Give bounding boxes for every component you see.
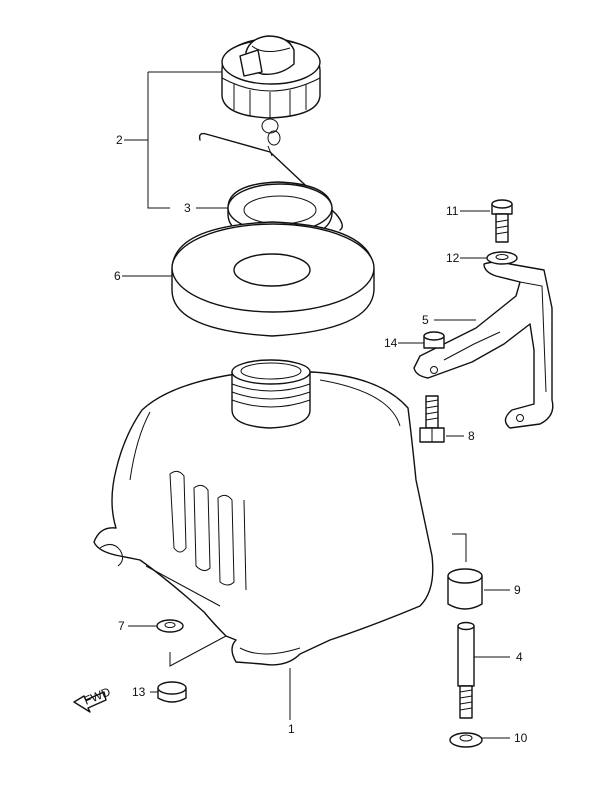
callout-4: 4 (516, 650, 523, 664)
collar-bolt-4 (457, 621, 475, 719)
leader-lines (122, 71, 510, 739)
callout-13: 13 (132, 685, 146, 699)
callout-3: 3 (184, 201, 191, 215)
washer-7 (156, 619, 184, 633)
callout-5: 5 (422, 313, 429, 327)
callout-2: 2 (116, 133, 123, 147)
front-direction-arrow (73, 691, 107, 713)
tank-cushion (171, 221, 375, 337)
washer-12 (486, 251, 518, 265)
callout-11: 11 (446, 204, 459, 218)
callout-14: 14 (384, 336, 398, 350)
callout-1: 1 (288, 722, 295, 736)
callout-10: 10 (514, 731, 528, 745)
callout-12: 12 (446, 251, 460, 265)
bolt-8 (419, 395, 445, 443)
washer-10 (449, 732, 483, 748)
bolt-top (491, 199, 513, 243)
nut-14 (423, 331, 445, 349)
callout-8: 8 (468, 429, 475, 443)
tank-bracket (413, 261, 554, 429)
callout-9: 9 (514, 583, 521, 597)
cap-13 (157, 681, 187, 703)
fuel-cap (221, 35, 321, 146)
callout-7: 7 (118, 619, 125, 633)
callout-6: 6 (114, 269, 121, 283)
fuel-tank (93, 359, 434, 666)
rubber-9 (447, 568, 483, 610)
